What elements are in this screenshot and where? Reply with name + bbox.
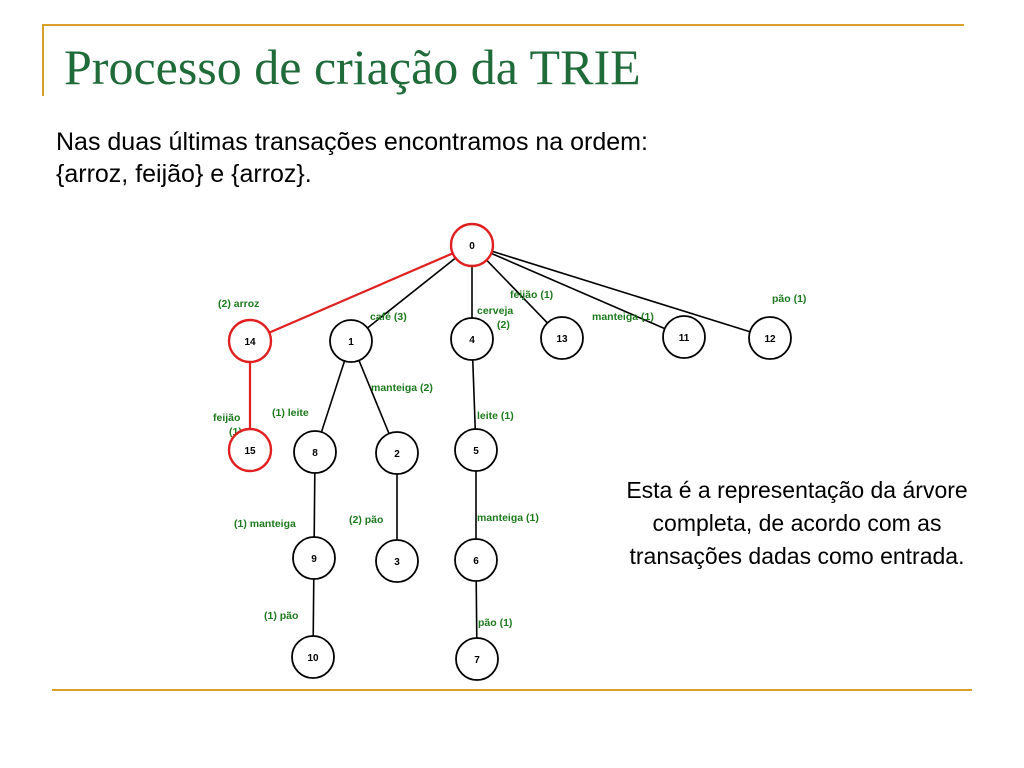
edge-0-14 (268, 252, 454, 334)
edge-label-9-10: (1) pão (264, 610, 298, 622)
edge-label-0-4: cerveja(2) (477, 305, 513, 331)
node-15 (227, 427, 273, 473)
node-9 (292, 536, 336, 580)
edge-label-0-13: feijão (1) (510, 289, 553, 301)
node-4 (450, 317, 494, 361)
node-13 (540, 316, 584, 360)
node-1 (329, 319, 373, 363)
node-label-6: 6 (473, 556, 479, 567)
edge-label-8-9: (1) manteiga (234, 518, 296, 530)
edge-0-1 (366, 257, 457, 329)
node-6 (454, 538, 498, 582)
node-label-14: 14 (244, 337, 256, 348)
node-8 (293, 430, 337, 474)
node-label-7: 7 (474, 655, 480, 666)
edge-label-0-14: (2) arroz (218, 298, 259, 310)
edge-1-2 (358, 360, 390, 434)
node-14 (227, 318, 273, 364)
edge-label-0-1: café (3) (370, 311, 407, 323)
node-label-8: 8 (312, 448, 318, 459)
bottom-rule (52, 689, 972, 691)
edge-label-0-12: pão (1) (772, 293, 806, 305)
intro-text: Nas duas últimas transações encontramos … (56, 126, 856, 190)
node-label-4: 4 (469, 335, 475, 346)
top-rule (42, 24, 964, 26)
node-label-15: 15 (244, 446, 256, 457)
node-label-2: 2 (394, 449, 400, 460)
node-label-12: 12 (764, 334, 776, 345)
node-10 (291, 635, 335, 679)
node-7 (455, 637, 499, 681)
edge-label-1-2: manteiga (2) (371, 382, 433, 394)
edge-0-11 (490, 252, 666, 330)
edge-4-5 (471, 359, 477, 430)
edge-1-8 (320, 360, 346, 433)
left-rule (42, 24, 44, 96)
edge-8-9 (313, 472, 316, 538)
edge-label-2-3: (2) pão (349, 514, 383, 526)
node-11 (662, 315, 706, 359)
node-label-10: 10 (307, 653, 319, 664)
node-3 (375, 539, 419, 583)
node-2 (375, 431, 419, 475)
node-label-3: 3 (394, 557, 400, 568)
edge-label-4-5: leite (1) (477, 410, 514, 422)
node-5 (454, 428, 498, 472)
node-label-11: 11 (679, 333, 690, 344)
node-label-13: 13 (556, 334, 568, 345)
description-note: Esta é a representação da árvore complet… (626, 477, 968, 569)
edge-9-10 (312, 578, 315, 637)
node-12 (748, 316, 792, 360)
edge-label-5-6: manteiga (1) (477, 512, 539, 524)
node-0 (449, 222, 495, 268)
edge-0-12 (491, 250, 751, 333)
node-label-5: 5 (473, 446, 479, 457)
node-label-1: 1 (348, 337, 354, 348)
slide-title: Processo de criação da TRIE (64, 39, 641, 95)
node-label-0: 0 (469, 241, 475, 252)
edge-label-1-8: (1) leite (272, 407, 309, 419)
intro-line-2: {arroz, feijão} e {arroz}. (56, 160, 312, 188)
edge-0-13 (486, 259, 548, 324)
node-label-9: 9 (311, 554, 317, 565)
edge-6-7 (475, 580, 478, 639)
intro-line-1: Nas duas últimas transações encontramos … (56, 128, 648, 156)
edge-label-6-7: pão (1) (478, 617, 512, 629)
edge-label-0-11: manteiga (1) (592, 311, 654, 323)
